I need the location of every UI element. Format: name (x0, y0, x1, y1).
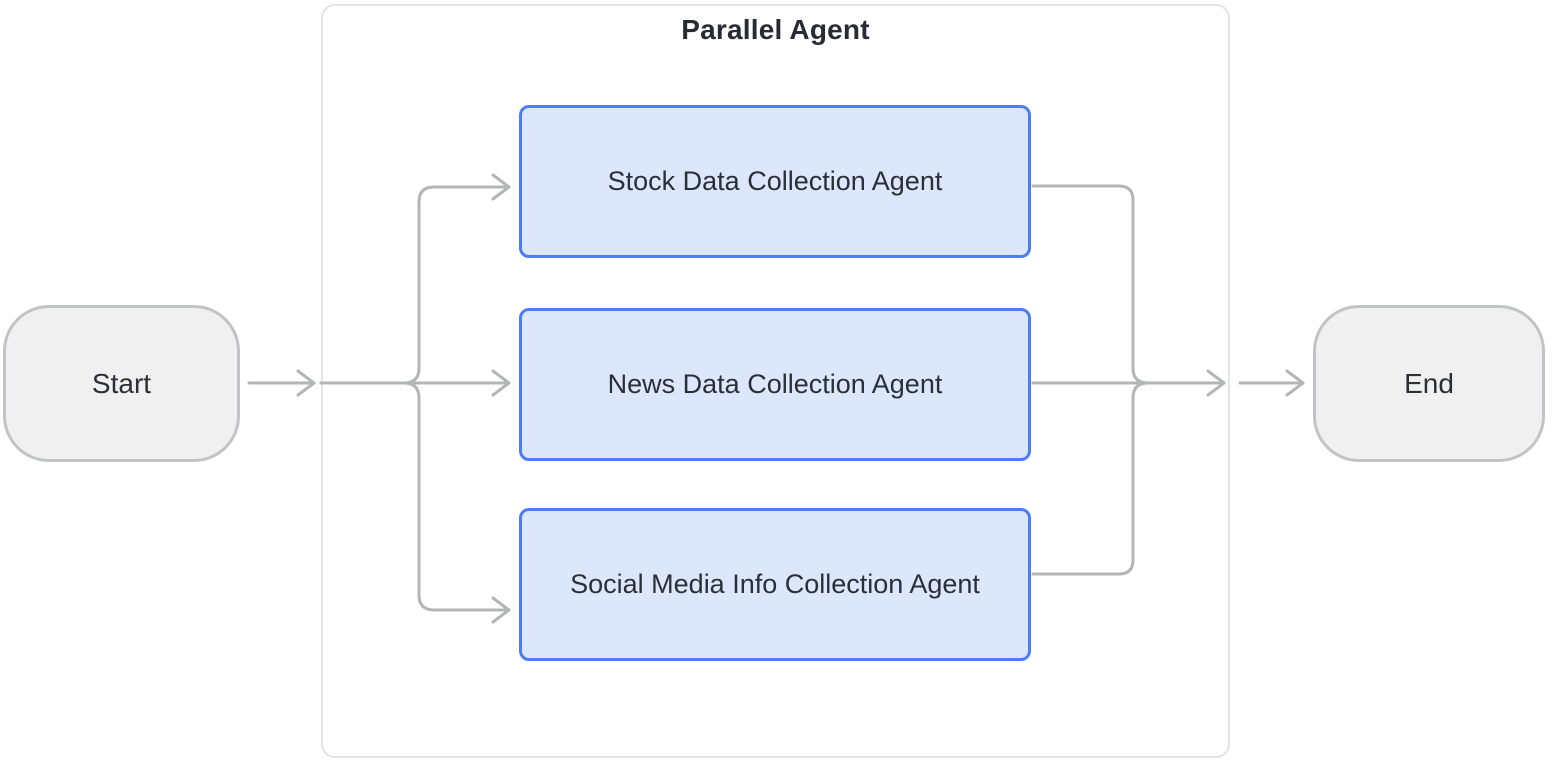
agent-node-news-data: News Data Collection Agent (519, 308, 1031, 461)
end-node-label: End (1404, 367, 1454, 399)
group-title: Parallel Agent (681, 14, 870, 45)
end-node: End (1313, 305, 1545, 462)
agent-node-label: Stock Data Collection Agent (607, 166, 943, 196)
agent-node-social-media: Social Media Info Collection Agent (519, 508, 1031, 661)
agent-node-stock-data: Stock Data Collection Agent (519, 105, 1031, 258)
start-node-label: Start (91, 367, 152, 399)
start-node: Start (3, 305, 240, 462)
agent-node-label: News Data Collection Agent (607, 369, 943, 399)
agent-node-label: Social Media Info Collection Agent (570, 569, 980, 599)
